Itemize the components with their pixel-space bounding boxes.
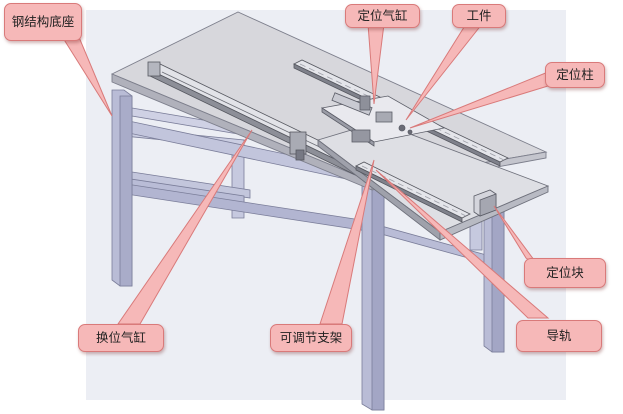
- steel-frame: [111, 89, 505, 411]
- label-shift-cylinder: 换位气缸: [78, 324, 164, 352]
- label-guide-rail: 导轨: [516, 320, 602, 352]
- callout-pointers: [57, 23, 550, 325]
- label-positioning-cylinder: 定位气缸: [345, 4, 420, 28]
- front-guide-rail: [355, 161, 471, 223]
- label-steel-base: 钢结构底座: [4, 3, 82, 41]
- label-positioning-column: 定位柱: [545, 62, 605, 88]
- label-workpiece: 工件: [452, 4, 506, 28]
- label-adjustable-bracket: 可调节支架: [270, 324, 352, 352]
- label-positioning-block: 定位块: [524, 258, 606, 288]
- workpiece-assembly: [320, 92, 446, 147]
